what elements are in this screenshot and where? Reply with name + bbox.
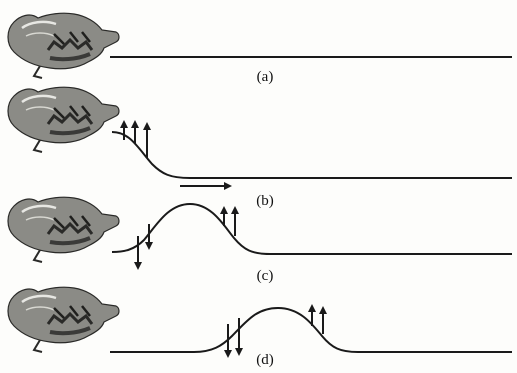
- hand-icon: [6, 11, 121, 80]
- panel-label-c: (c): [256, 268, 274, 284]
- panel-label-d: (d): [256, 352, 274, 368]
- string-c: [111, 202, 512, 255]
- panel-d: [6, 285, 512, 358]
- hand-icon: [6, 195, 121, 264]
- panel-b: [6, 85, 512, 190]
- string-b: [111, 131, 512, 179]
- hand-icon: [6, 85, 121, 154]
- hand-icon: [6, 285, 121, 354]
- panel-label-b: (b): [256, 193, 274, 209]
- panel-a: [6, 11, 512, 80]
- string-d: [110, 306, 512, 353]
- panel-c: [6, 195, 512, 270]
- panel-label-a: (a): [256, 69, 274, 85]
